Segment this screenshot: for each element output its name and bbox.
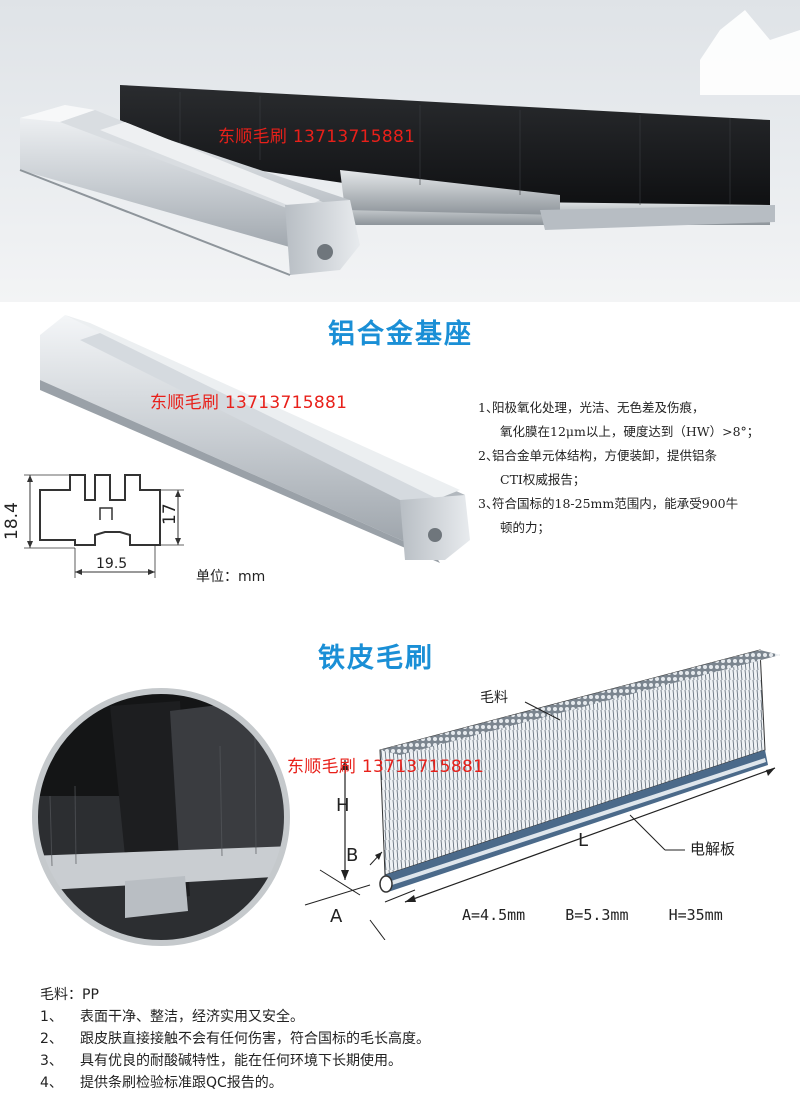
material-text: 表面干净、整洁，经济实用又安全。 xyxy=(80,1009,304,1025)
material-num: 4、 xyxy=(40,1075,63,1091)
dim-height-inner: 17 xyxy=(160,503,180,525)
spec-line: CTI权威报告； xyxy=(500,472,586,487)
dim-B: B=5.3mm xyxy=(565,906,629,924)
aluminum-spec-list: 1、阳极氧化处理，光洁、无色差及伤痕， 氧化膜在12μm以上，硬度达到（HW）>… xyxy=(478,396,798,540)
unit-label: 单位：mm xyxy=(196,569,266,585)
material-text: 具有优良的耐酸碱特性，能在任何环境下长期使用。 xyxy=(80,1053,402,1069)
material-text: 跟皮肤直接接触不会有任何伤害，符合国标的毛长高度。 xyxy=(80,1031,430,1047)
dim-A: A=4.5mm xyxy=(462,906,526,924)
material-num: 3、 xyxy=(40,1053,63,1069)
material-item: 4、 提供条刷检验标准跟QC报告的。 xyxy=(40,1072,780,1094)
spec-line: 顿的力； xyxy=(500,520,551,535)
material-item: 2、 跟皮肤直接接触不会有任何伤害，符合国标的毛长高度。 xyxy=(40,1028,780,1050)
label-H: H xyxy=(336,795,350,816)
spec-num: 2、 xyxy=(478,448,499,463)
watermark-section1: 东顺毛刷 13713715881 xyxy=(150,393,348,413)
material-num: 2、 xyxy=(40,1031,63,1047)
aluminum-base-photo xyxy=(40,315,470,563)
material-list: 毛料：PP 1、 表面干净、整洁，经济实用又安全。 2、 跟皮肤直接接触不会有任何伤… xyxy=(40,984,780,1094)
dim-height-total: 18.4 xyxy=(2,502,22,540)
cross-section-diagram xyxy=(24,474,184,578)
watermark-hero: 东顺毛刷 13713715881 xyxy=(218,127,416,147)
spec-line: 符合国标的18-25mm范围内，能承受900牛 xyxy=(492,496,739,511)
spec-item: 2、铝合金单元体结构，方便装卸，提供铝条 CTI权威报告； xyxy=(478,444,798,492)
material-num: 1、 xyxy=(40,1009,63,1025)
spec-item: 1、阳极氧化处理，光洁、无色差及伤痕， 氧化膜在12μm以上，硬度达到（HW）>… xyxy=(478,396,798,444)
section-title-aluminum-base: 铝合金基座 xyxy=(328,319,473,350)
dimension-values: A=4.5mm B=5.3mm H=35mm xyxy=(462,906,723,924)
material-title: 毛料：PP xyxy=(40,987,99,1003)
spec-line: 氧化膜在12μm以上，硬度达到（HW）>8°； xyxy=(500,424,760,439)
brush-closeup-photo xyxy=(32,688,290,946)
product-photo xyxy=(0,0,800,302)
section-title-steel-brush: 铁皮毛刷 xyxy=(318,643,434,674)
material-item: 3、 具有优良的耐酸碱特性，能在任何环境下长期使用。 xyxy=(40,1050,780,1072)
label-plate: 电解板 xyxy=(690,840,736,858)
spec-line: 阳极氧化处理，光洁、无色差及伤痕， xyxy=(492,400,705,415)
spec-num: 1、 xyxy=(478,400,499,415)
label-L: L xyxy=(578,830,589,851)
watermark-section2: 东顺毛刷 13713715881 xyxy=(287,757,485,777)
label-A: A xyxy=(330,906,343,927)
dim-H: H=35mm xyxy=(668,906,723,924)
label-B: B xyxy=(346,845,359,866)
material-item: 1、 表面干净、整洁，经济实用又安全。 xyxy=(40,1006,780,1028)
steel-brush-diagram xyxy=(304,649,780,940)
material-text: 提供条刷检验标准跟QC报告的。 xyxy=(80,1075,283,1091)
label-bristle: 毛料 xyxy=(480,690,508,706)
brush-strip-photo xyxy=(19,10,800,276)
spec-num: 3、 xyxy=(478,496,499,511)
spec-item: 3、符合国标的18-25mm范围内，能承受900牛 顿的力； xyxy=(478,492,798,540)
spec-line: 铝合金单元体结构，方便装卸，提供铝条 xyxy=(492,448,718,463)
dim-width: 19.5 xyxy=(96,556,128,572)
